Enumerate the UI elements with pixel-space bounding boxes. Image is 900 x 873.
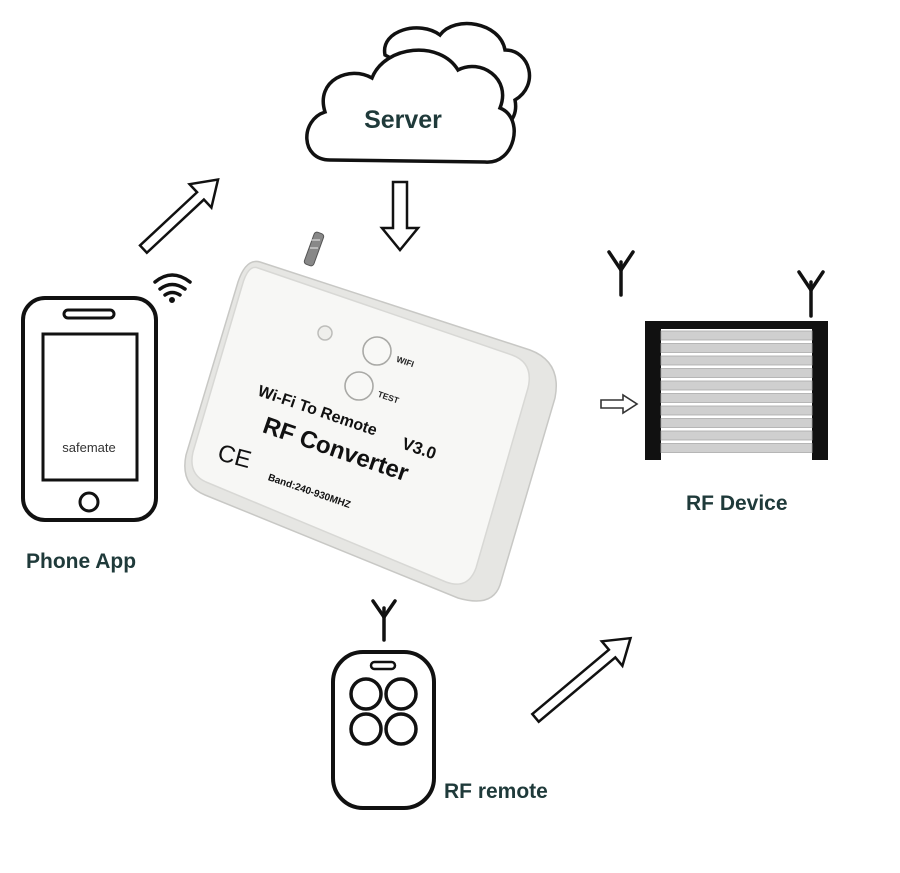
device-antenna bbox=[303, 231, 325, 267]
shutter-slat bbox=[660, 430, 813, 441]
antenna-icon-2 bbox=[797, 270, 825, 318]
arrow-down-icon bbox=[379, 180, 421, 252]
smartphone-icon bbox=[21, 296, 158, 522]
shutter-slat bbox=[660, 405, 813, 416]
shutter-slats bbox=[660, 330, 813, 453]
phone-app-label: Phone App bbox=[26, 550, 137, 573]
arrow-up-right-icon-2 bbox=[530, 636, 633, 724]
arrow-up-right-icon bbox=[138, 177, 220, 255]
antenna-icon bbox=[607, 250, 635, 297]
shutter-slat bbox=[660, 418, 813, 428]
rf-device-label: RF Device bbox=[686, 492, 788, 515]
rf-converter-device bbox=[184, 231, 557, 602]
cloud-icon bbox=[305, 21, 532, 164]
shutter-slat bbox=[660, 393, 813, 403]
phone-screen-label: safemate bbox=[62, 440, 115, 455]
remote-control-icon bbox=[331, 650, 436, 810]
shutter-slat bbox=[660, 368, 813, 378]
arrow-right-icon bbox=[600, 393, 639, 415]
shutter-slat bbox=[660, 443, 813, 453]
rf-remote-label: RF remote bbox=[444, 780, 548, 803]
shutter-slat bbox=[660, 330, 813, 341]
shutter-slat bbox=[660, 343, 813, 353]
shutter-slat bbox=[660, 380, 813, 391]
roller-shutter-icon bbox=[645, 321, 828, 460]
shutter-slat bbox=[660, 355, 813, 366]
antenna-icon-3 bbox=[371, 599, 397, 642]
server-label: Server bbox=[364, 106, 442, 134]
wifi-signal-icon bbox=[153, 273, 192, 303]
